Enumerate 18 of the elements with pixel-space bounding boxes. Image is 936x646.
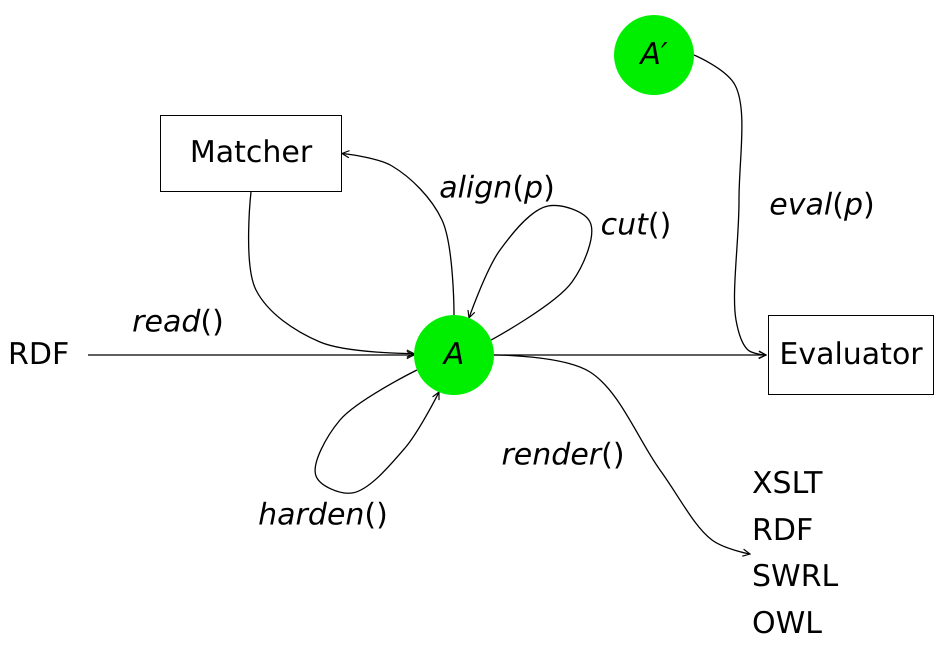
arrow bbox=[467, 204, 592, 341]
node-label: A bbox=[444, 336, 464, 374]
node-label: A′ bbox=[640, 36, 668, 74]
node-label: Matcher bbox=[190, 134, 312, 172]
arrow bbox=[88, 350, 415, 360]
process-box bbox=[160, 115, 342, 192]
arrow bbox=[494, 354, 751, 557]
format-label: SWRL bbox=[752, 558, 838, 596]
format-label: OWL bbox=[752, 604, 822, 642]
node-label: Evaluator bbox=[779, 336, 923, 374]
process-box bbox=[768, 315, 934, 395]
format-label: RDF bbox=[752, 512, 814, 550]
format-label: RDF bbox=[8, 336, 70, 374]
format-label: XSLT bbox=[752, 465, 823, 503]
arrow bbox=[694, 54, 767, 359]
arrow bbox=[248, 192, 415, 358]
arrow bbox=[341, 150, 455, 315]
arrow bbox=[314, 369, 440, 494]
